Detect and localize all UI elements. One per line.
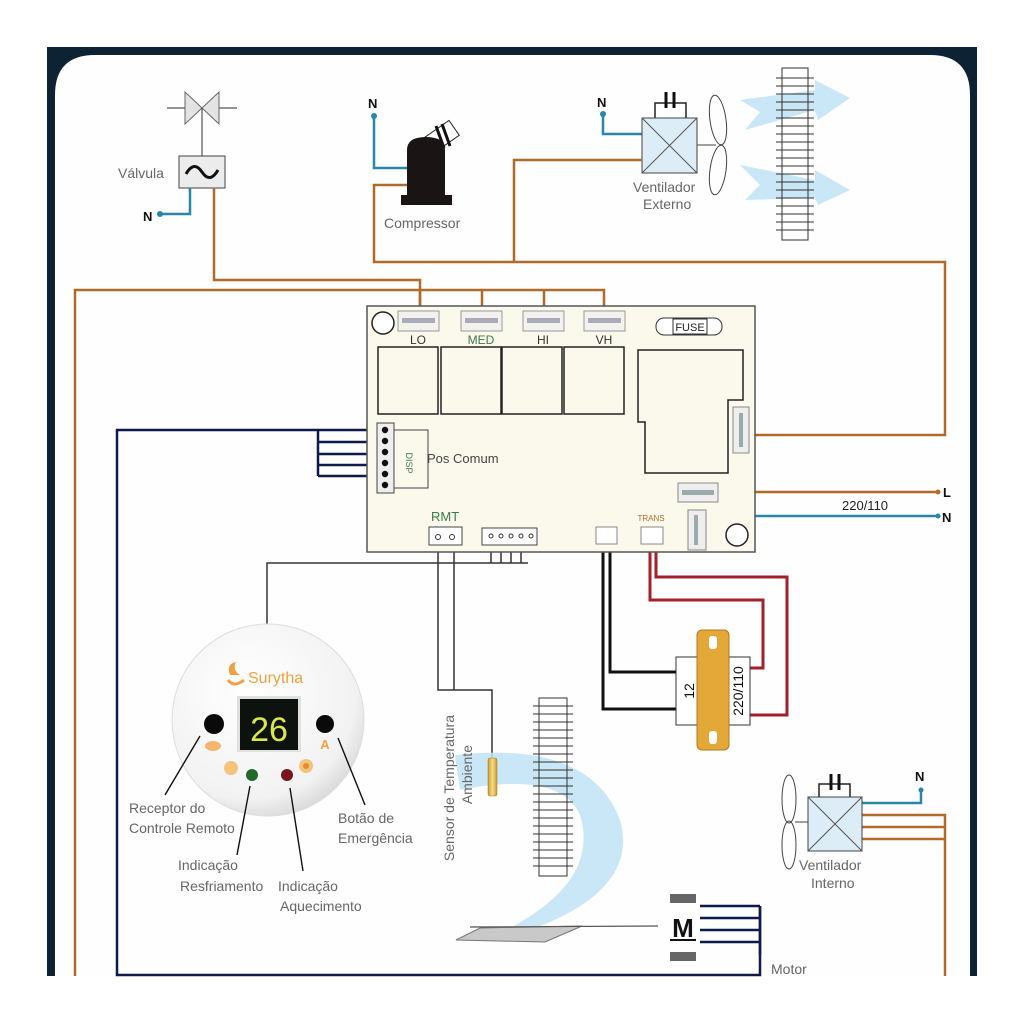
remote-receiver [204,714,224,734]
motor: M Motor [670,894,807,977]
sensor-label-line2: Ambiente [459,745,475,804]
auto-label: A [320,737,330,752]
relay-hi[interactable]: HI [522,310,565,347]
brand-name: Surytha [248,670,303,687]
relay-box [501,346,563,415]
emergency-button[interactable] [316,715,334,733]
temperature-sensor: Sensor de Temperatura Ambiente [441,715,498,861]
indoor-fan: N Ventilador Interno [781,769,924,891]
temperature-display: 26 [250,711,288,749]
connector-pin [381,470,389,478]
relay-box [377,346,439,415]
supply-neutral-label: N [942,510,951,525]
compressor-neutral-label: N [368,96,377,111]
emergency-callout-line1: Botão de [338,810,394,826]
relay-box [563,346,625,415]
receiver-icon [205,741,221,751]
relay-label: MED [468,333,495,347]
evaporator-coil [533,697,573,877]
cooling-callout-line1: Indicação [178,857,238,873]
valve-label: Válvula [118,165,164,181]
indoor-fan-label-line1: Ventilador [799,857,862,873]
fuse-label: FUSE [675,322,704,334]
brand-logo: Surytha [226,662,303,687]
display-connector-label: Pos Comum [427,451,499,466]
relay-label: VH [596,333,613,347]
louver [455,925,659,943]
relay-label: LO [410,333,426,347]
supply-voltage-label: 220/110 [842,498,888,513]
emergency-callout-line2: Emergência [338,830,413,846]
motor-connector[interactable] [481,527,538,546]
transformer: 12 220/110 [675,629,751,751]
connector-pin [381,437,389,445]
controller-cables [266,545,528,760]
heating-callout-line1: Indicação [278,878,338,894]
relay-med[interactable]: MED [460,310,503,347]
sensor-label-line1: Sensor de Temperatura [441,715,457,861]
compressor: N Compressor [368,96,461,231]
heating-led [281,769,293,781]
valve-neutral-label: N [143,209,152,224]
remote-connector-label: RMT [431,509,459,524]
transformer-wires [601,545,789,717]
indoor-airflow [455,752,624,930]
relay-vh[interactable]: VH [583,310,626,347]
connector-pin [381,448,389,456]
relay-lo[interactable]: LO [397,310,440,347]
display-connector-code: DISP [404,452,414,473]
motor-label: Motor [771,961,807,977]
compressor-label: Compressor [384,215,461,231]
transformer-connector-label: TRANS [637,514,664,523]
supply-line-label: L [943,485,951,500]
indoor-fan-label-line2: Interno [811,875,855,891]
transformer-primary-label: 220/110 [730,666,746,716]
receiver-callout-line2: Controle Remoto [129,820,235,836]
low-voltage-connector[interactable] [595,526,618,545]
outdoor-fan-label-line2: Externo [643,196,691,212]
callout-leaders [164,735,366,872]
transformer-secondary-label: 12 [681,683,697,699]
motor-symbol: M [672,913,694,943]
fuse: FUSE [655,317,723,336]
cooling-icon [224,761,238,775]
remote-connector[interactable]: RMT [428,509,463,546]
receiver-callout-line1: Receptor do [129,800,205,816]
connector-pin [381,481,389,489]
display-controller: Surytha 26 A [171,623,365,817]
outdoor-fan-neutral-label: N [597,95,606,110]
connector-pin [381,459,389,467]
transformer-connector[interactable]: TRANS [637,514,665,545]
outdoor-fan-label-line1: Ventilador [633,179,696,195]
display-connector[interactable]: DISP Pos Comum [376,422,499,494]
outdoor-fan: N Ventilador Externo [597,92,728,212]
phase-wires [73,158,947,976]
relay-label: HI [537,333,549,347]
cooling-callout-line2: Resfriamento [180,878,263,894]
valve: Válvula N [118,90,237,224]
heating-callout-line2: Aquecimento [280,898,362,914]
connector-pin [381,426,389,434]
condenser-coil [740,67,850,241]
cooling-led [246,769,258,781]
relay-box [440,346,502,415]
control-board: LO MED HI VH FUSE DISP Pos Comum RMT [366,305,756,553]
indoor-fan-neutral-label: N [915,769,924,784]
